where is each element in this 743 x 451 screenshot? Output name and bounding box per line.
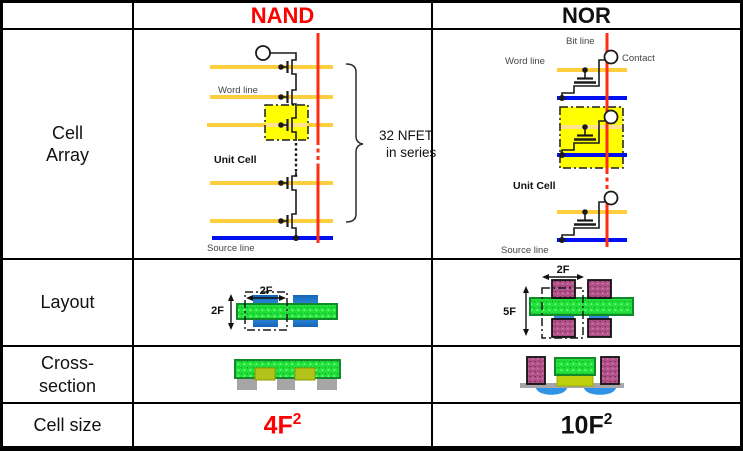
row-label-layout: Layout	[3, 260, 134, 347]
nor-bit-line-label: Bit line	[566, 36, 595, 47]
nand-contact-icon	[255, 45, 271, 61]
row-label-cross-section: Cross- section	[3, 347, 134, 404]
nor-source-line-label: Source line	[501, 245, 549, 256]
nor-layout-diagram: 2F 5F	[503, 264, 634, 339]
nor-contact-pads	[551, 279, 612, 338]
nand-cell-size-value: 4F2	[263, 410, 302, 440]
nor-contact-icon-2	[603, 109, 619, 125]
header-nand-label: NAND	[250, 2, 315, 28]
nor-contact-plugs	[526, 356, 620, 385]
nor-width-arrow	[542, 274, 584, 280]
nor-control-gate	[554, 357, 596, 376]
header-nand: NAND	[134, 3, 433, 30]
nand-source-line-label: Source line	[207, 243, 255, 254]
nor-word-line-label: Word line	[505, 56, 545, 67]
nor-width-label: 2F	[557, 264, 570, 276]
nor-contact-label: Contact	[622, 53, 655, 64]
nand-cross-section-diagram	[234, 359, 341, 390]
nor-active-area	[529, 297, 634, 316]
nor-cross-section-diagram	[520, 356, 624, 395]
nor-cell-size: 10F2	[433, 404, 740, 446]
nor-height-label: 5F	[503, 306, 516, 318]
cell-array-label: Cell Array	[45, 122, 89, 166]
nand-height-label: 2F	[211, 305, 224, 317]
series-note-line2: in series	[386, 145, 437, 160]
nand-transistor-chain	[270, 52, 299, 241]
nor-word-lines	[557, 68, 627, 214]
nor-contact-icon-1	[603, 49, 619, 65]
nor-cell-array-diagram: Bit line Word line Contact Unit Cell Sou…	[501, 33, 655, 256]
row-label-cell-array: Cell Array	[3, 30, 134, 260]
nand-substrate-blocks	[237, 377, 337, 390]
series-note-line1: 32 NFET	[379, 128, 433, 143]
nand-word-line-label: Word line	[218, 85, 258, 96]
nand-floating-gates	[254, 367, 316, 381]
nor-unit-cell-label: Unit Cell	[513, 180, 556, 192]
nor-cell-size-value: 10F2	[560, 410, 613, 440]
nand-width-arrow	[246, 295, 286, 301]
nor-transistors	[559, 59, 605, 243]
nor-cell-array-cell: Bit line Word line Contact Unit Cell Sou…	[433, 30, 740, 260]
cross-section-label: Cross- section	[38, 353, 97, 396]
nand-height-arrow	[228, 294, 234, 330]
nand-cell-array-diagram: Word line Unit Cell Source line 32 NFET …	[207, 33, 437, 254]
header-nor-label: NOR	[562, 2, 611, 28]
header-nor: NOR	[433, 3, 740, 30]
nor-height-arrow	[523, 286, 529, 336]
nand-wordline-slab	[234, 359, 341, 379]
series-bracket	[345, 63, 364, 223]
nor-diffusion-regions	[536, 388, 616, 395]
row-label-cell-size: Cell size	[3, 404, 134, 446]
nor-contact-icon-3	[603, 190, 619, 206]
nor-layout-unit-cell-box	[541, 287, 584, 339]
nand-cell-array-cell: Word line Unit Cell Source line 32 NFET …	[134, 30, 437, 260]
nand-layout-unit-cell-box	[244, 291, 288, 331]
nand-unit-cell-box	[264, 104, 309, 141]
nor-cross-section-cell	[433, 347, 740, 404]
nand-layout-cell: 2F 2F	[134, 260, 433, 347]
nand-layout-diagram: 2F 2F	[211, 285, 338, 331]
nand-width-label: 2F	[260, 285, 273, 297]
nand-cell-size: 4F2	[134, 404, 433, 446]
nand-cross-section-cell	[134, 347, 433, 404]
nand-unit-cell-label: Unit Cell	[214, 154, 257, 166]
nor-layout-cell: 2F 5F	[433, 260, 740, 347]
header-empty-cell	[3, 3, 134, 30]
